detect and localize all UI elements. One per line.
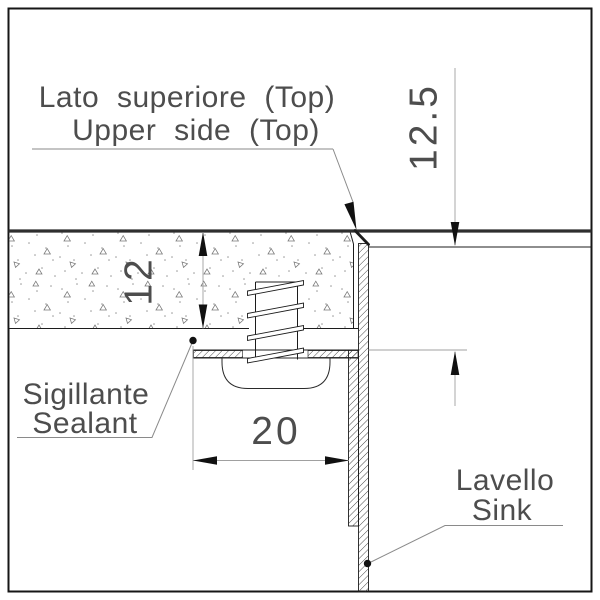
fixing-screw [247, 276, 304, 364]
top-side-leader-line [332, 148, 354, 203]
sealant-leader-line [17, 342, 193, 438]
sink-label-italian: Lavello [456, 464, 555, 497]
dim-text-12: 12 [118, 256, 161, 305]
sink-rim-skirt [348, 349, 359, 527]
screw-thread-flight [247, 324, 304, 342]
label-sink: Lavello Sink [363, 464, 563, 568]
sealant-label-english: Sealant [32, 407, 137, 440]
top-side-label-english: Upper side (Top) [72, 114, 320, 147]
sink-label-english: Sink [472, 494, 533, 527]
clamp-bar-hatch-left [193, 350, 243, 358]
sink-rim-bend-chamfer [353, 229, 370, 246]
sheet-border-frame [7, 7, 593, 593]
screw-threads [247, 279, 304, 364]
dim-text-12-5: 12.5 [403, 83, 446, 171]
top-side-label-italian: Lato superiore (Top) [39, 81, 335, 114]
dim-arrow-down-icon [450, 222, 460, 246]
sink-profile [348, 229, 592, 593]
label-top-side: Lato superiore (Top) Upper side (Top) [32, 81, 357, 230]
dim-arrow-left-icon [193, 456, 217, 465]
screw-thread-flight [247, 302, 304, 319]
sink-bowl-wall [358, 243, 369, 593]
sink-leader-line [368, 525, 563, 564]
dimension-countertop-thickness: 12 [118, 232, 208, 329]
label-sealant: Sigillante Sealant [17, 336, 197, 440]
dimension-edge-recess-depth: 12.5 [368, 68, 467, 406]
leader-dot-icon [189, 336, 197, 345]
countertop-section [9, 231, 359, 329]
dim-arrow-down-icon [198, 304, 208, 329]
screw-thread-flight [247, 279, 304, 297]
dim-text-20: 20 [251, 410, 300, 453]
dim-arrow-up-icon [198, 232, 208, 256]
screw-thread-flight [247, 347, 304, 364]
leader-dot-icon [363, 559, 372, 568]
sealant-label-italian: Sigillante [23, 378, 150, 411]
clamp-foot-body [221, 357, 331, 389]
countertop-corner-chamfer [349, 231, 354, 245]
dim-arrow-up-icon [450, 351, 460, 375]
screw-shank [255, 281, 298, 360]
dim-arrow-right-icon [325, 456, 349, 465]
leader-arrow-icon [344, 201, 357, 230]
dimension-clamp-width: 20 [192, 346, 349, 470]
